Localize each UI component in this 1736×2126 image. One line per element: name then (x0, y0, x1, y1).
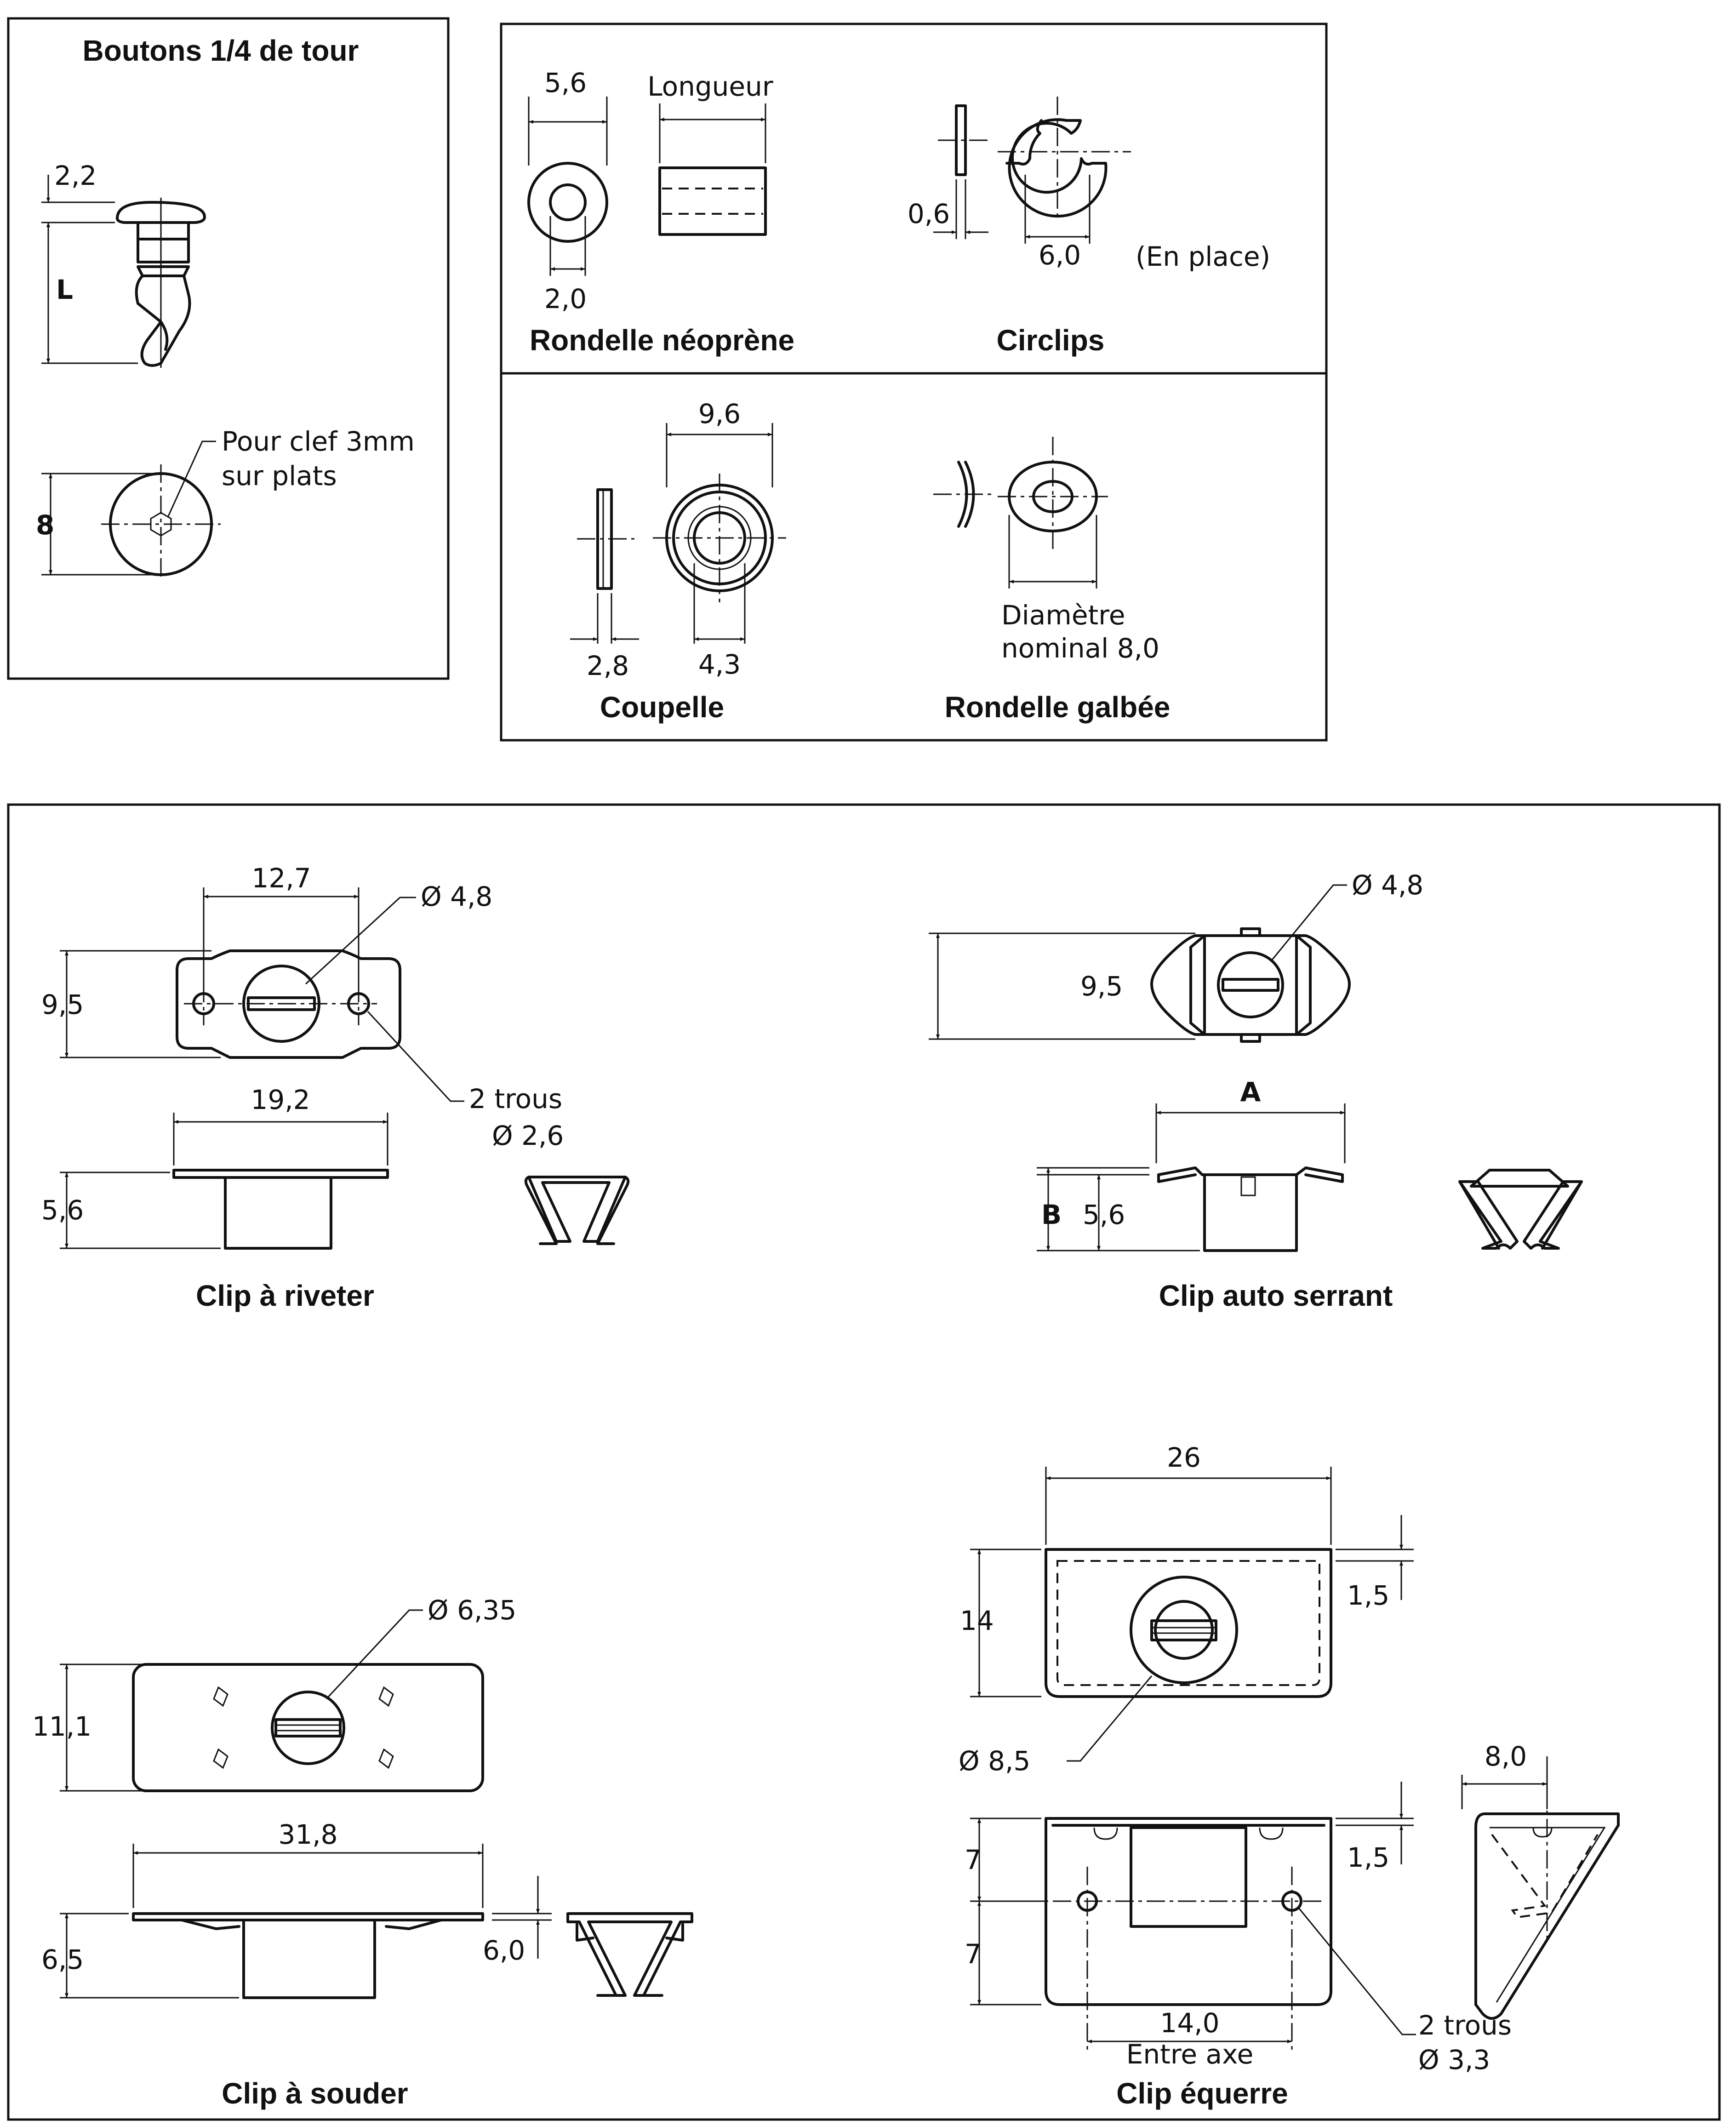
dim-angle-height: 14 (960, 1605, 994, 1636)
dim-weld-bore: Ø 6,35 (428, 1594, 516, 1626)
dim-angle-axis: 14,0 (1160, 2007, 1219, 2039)
panel-frame (7, 17, 450, 680)
dim-angle-flange-bottom: 1,5 (1347, 1842, 1389, 1873)
caption-curved-washer: Rondelle galbée (945, 691, 1171, 724)
dim-weld-depth: 6,0 (483, 1935, 525, 1966)
clip-weld-drawing (60, 1609, 693, 1999)
circlip-note: (En place) (1136, 241, 1270, 272)
riveter-holes-line1: 2 trous (469, 1083, 562, 1114)
panel-clips: 12,7 Ø 4,8 9,5 19,2 5,6 2 trous Ø 2,6 Cl… (7, 803, 1721, 2121)
dim-self-locking-bore: Ø 4,8 (1352, 869, 1423, 901)
caption-clip-weld: Clip à souder (222, 2077, 408, 2110)
dim-self-locking-B: B (1041, 1199, 1062, 1230)
clip-riveter-drawing (60, 887, 630, 1250)
dim-weld-width: 31,8 (278, 1819, 337, 1850)
dim-coupelle-thickness: 2,8 (587, 650, 629, 681)
dim-riveter-width: 19,2 (251, 1084, 310, 1115)
dim-neoprene-inner: 2,0 (544, 283, 587, 314)
wrench-note-line1: Pour clef 3mm (222, 426, 415, 457)
panel-quarter-turn-buttons: Boutons 1/4 de tour 2,2 L (7, 17, 450, 680)
quarter-turn-stud-drawing (41, 175, 206, 368)
dim-riveter-height: 9,5 (41, 989, 84, 1020)
dim-angle-half-a: 7 (965, 1844, 982, 1875)
caption-coupelle: Coupelle (600, 691, 724, 724)
galbee-note-line2: nominal 8,0 (1001, 633, 1159, 664)
panel-frame (7, 803, 1721, 2121)
caption-clip-riveter: Clip à riveter (196, 1279, 374, 1312)
angle-holes-line2: Ø 3,3 (1418, 2044, 1490, 2075)
neoprene-washer-drawing (527, 97, 767, 276)
caption-neoprene-washer: Rondelle néoprène (530, 324, 794, 357)
circlip-drawing (933, 97, 1131, 244)
riveter-holes-line2: Ø 2,6 (492, 1120, 564, 1151)
dim-weld-height: 11,1 (32, 1711, 91, 1742)
angle-holes-line1: 2 trous (1418, 2010, 1512, 2041)
caption-clip-angle: Clip équerre (1116, 2077, 1288, 2110)
dim-length-L: L (56, 274, 73, 305)
dim-self-locking-height: 9,5 (1080, 971, 1123, 1002)
panel-title: Boutons 1/4 de tour (83, 34, 359, 67)
quarter-turn-head-drawing (41, 440, 221, 579)
caption-circlip: Circlips (997, 324, 1105, 357)
dim-angle-half-b: 7 (965, 1938, 982, 1970)
dim-neoprene-outer: 5,6 (544, 67, 587, 98)
dim-angle-width: 26 (1167, 1442, 1201, 1473)
panel-washers: 5,6 Longueur 2,0 Rondelle néoprène 0,6 6… (500, 23, 1328, 742)
dim-angle-flange-top: 1,5 (1347, 1580, 1389, 1611)
dim-circlip-thickness: 0,6 (908, 198, 950, 229)
dim-circlip-diameter: 6,0 (1039, 240, 1081, 271)
coupelle-drawing (570, 423, 786, 644)
galbee-note-line1: Diamètre (1001, 600, 1125, 631)
dim-coupelle-inner: 4,3 (698, 649, 741, 680)
dim-neoprene-length: Longueur (647, 71, 773, 102)
dim-angle-side: 8,0 (1485, 1741, 1527, 1772)
wrench-note-line2: sur plats (222, 460, 337, 491)
panel-frame (500, 23, 1328, 742)
dim-self-locking-A: A (1240, 1076, 1261, 1108)
clip-self-locking-drawing (929, 884, 1583, 1252)
curved-washer-drawing (933, 437, 1108, 589)
dim-angle-bore: Ø 8,5 (959, 1745, 1030, 1777)
dim-riveter-hole-spacing: 12,7 (251, 863, 311, 894)
dim-head-thickness: 2,2 (54, 160, 97, 191)
dim-riveter-bore: Ø 4,8 (421, 881, 492, 912)
dim-weld-total: 6,5 (41, 1944, 84, 1975)
clip-angle-drawing (970, 1467, 1620, 2051)
dim-coupelle-outer: 9,6 (698, 398, 741, 429)
dim-riveter-depth: 5,6 (41, 1194, 84, 1226)
angle-axis-note: Entre axe (1126, 2039, 1254, 2070)
dim-head-diameter: 8 (36, 509, 54, 541)
caption-clip-self-locking: Clip auto serrant (1159, 1279, 1393, 1312)
dim-self-locking-depth: 5,6 (1083, 1199, 1125, 1230)
